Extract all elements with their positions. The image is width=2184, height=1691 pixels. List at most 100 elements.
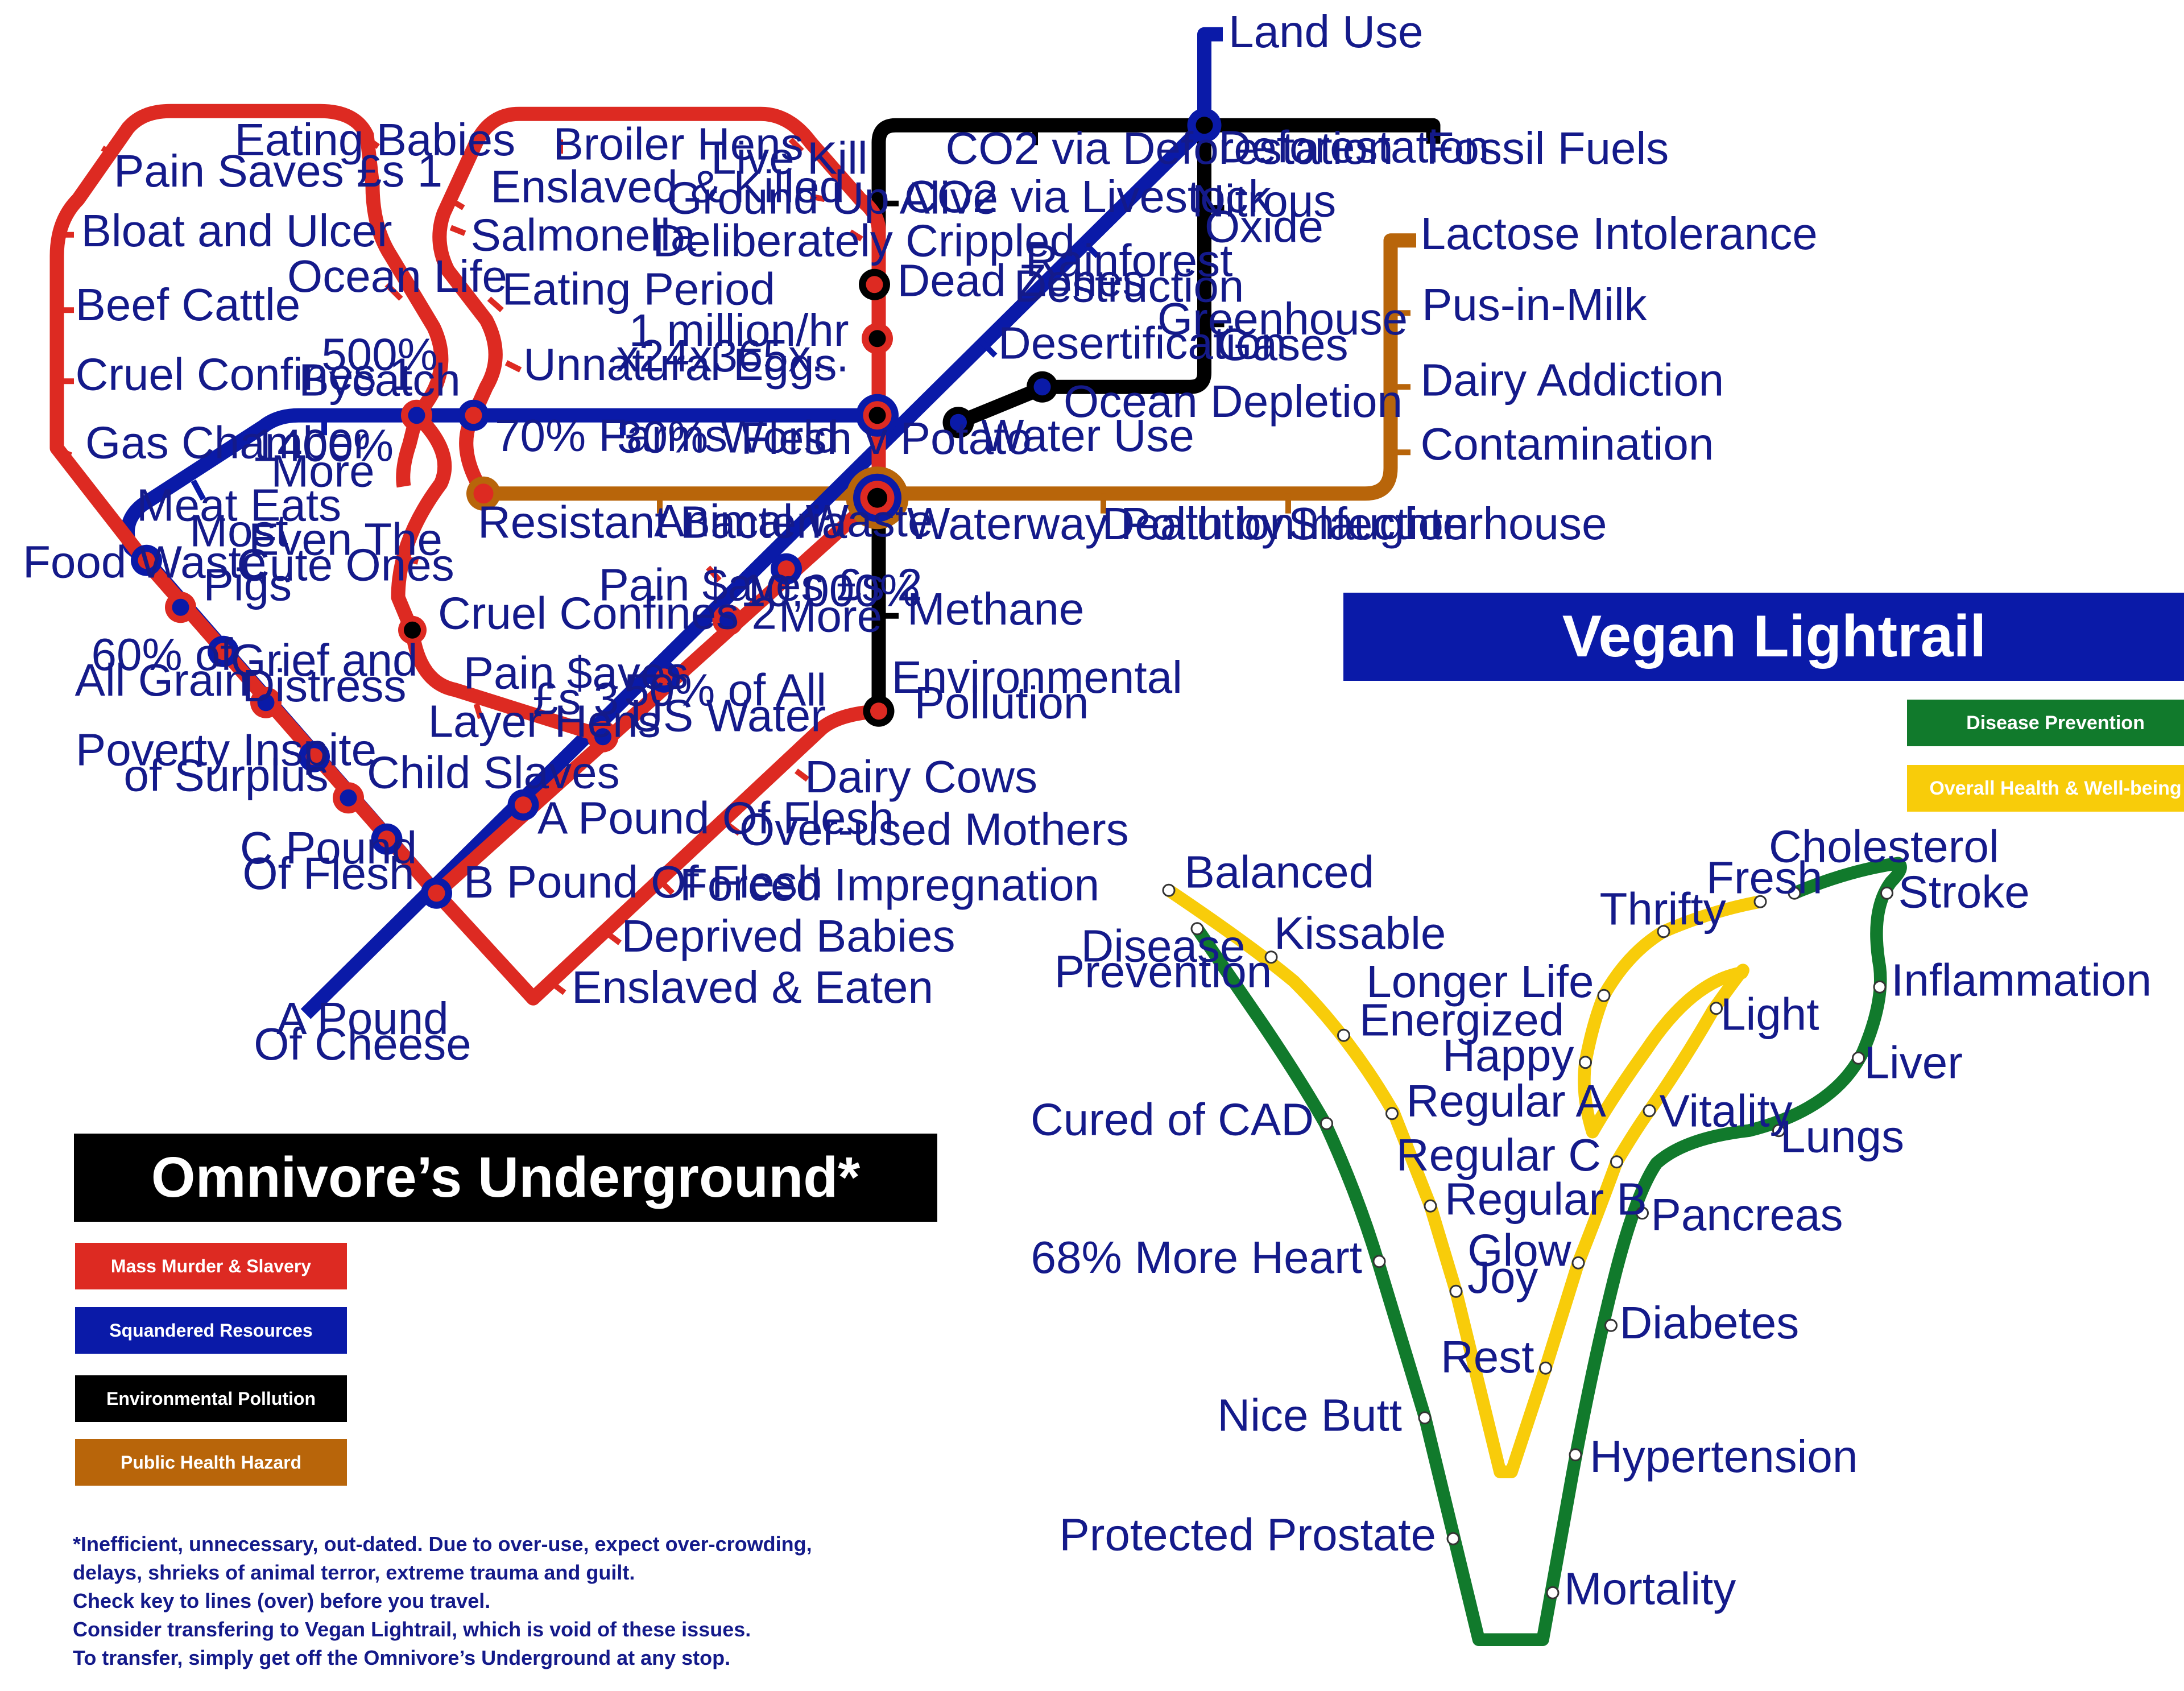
label-methane: Methane <box>907 584 1084 634</box>
v-label-nice-butt: Nice Butt <box>1217 1390 1402 1440</box>
v-station-diabetes[interactable] <box>1604 1318 1618 1332</box>
label-eating-period: Eating Period <box>502 263 775 314</box>
v-station-longer-life[interactable] <box>1597 989 1611 1002</box>
legend-squandered: Squandered Resources <box>75 1307 347 1354</box>
v-station-regular-b[interactable] <box>1424 1199 1437 1213</box>
station-pigs[interactable] <box>165 592 196 623</box>
v-label-energized: Energized <box>1359 994 1564 1045</box>
label-contamination: Contamination <box>1421 419 1714 469</box>
v-station-thrifty[interactable] <box>1657 925 1670 938</box>
label-flesh-potato: Flesh v Potato <box>741 413 1032 464</box>
v-label-joy: Joy <box>1467 1252 1538 1303</box>
v-station-protected-prostate[interactable] <box>1446 1532 1460 1545</box>
v-station-pancreas[interactable] <box>1636 1206 1649 1220</box>
brown-line-ticks <box>657 310 1410 514</box>
label-food-waste: Food Waste <box>23 536 266 587</box>
station-cruel-confines-2[interactable] <box>398 615 427 644</box>
v-station-stroke[interactable] <box>1880 886 1893 900</box>
label-cruel-2: Cruel Confines 2 <box>438 588 777 638</box>
station-pain-saves-3[interactable] <box>587 721 619 753</box>
station-dead-zones[interactable] <box>859 268 890 300</box>
station-10000-more[interactable] <box>771 553 802 585</box>
v-station-nice-butt[interactable] <box>1418 1411 1432 1425</box>
legend-public-health: Public Health Hazard <box>75 1439 347 1486</box>
label-dairy-addiction: Dairy Addiction <box>1421 354 1724 405</box>
station-pain-saves-2[interactable] <box>712 604 744 636</box>
v-station-fresh[interactable] <box>1753 895 1767 908</box>
v-label-mortality: Mortality <box>1564 1563 1736 1614</box>
station-70-farms[interactable] <box>458 399 489 431</box>
station-b-pound[interactable] <box>421 877 452 909</box>
station-resistant-bacteria[interactable] <box>466 476 500 511</box>
v-station-happy[interactable] <box>1579 1056 1592 1069</box>
station-waterway-hub[interactable] <box>846 466 909 530</box>
label-resistant: Resistant Bacteria <box>478 497 847 547</box>
label-b-pound: B Pound Of Flesh <box>464 857 822 907</box>
v-station-regular-a[interactable] <box>1385 1107 1399 1121</box>
v-station-energized[interactable] <box>1337 1028 1350 1042</box>
station-poverty[interactable] <box>299 741 330 772</box>
station-food-waste[interactable] <box>131 544 162 576</box>
v-station-mortality[interactable] <box>1546 1586 1560 1599</box>
black-line-environment-left <box>871 118 1441 712</box>
label-gas: Gas Chamber <box>85 417 369 468</box>
station-bycatch[interactable] <box>401 399 432 431</box>
v-label-rest: Rest <box>1441 1332 1534 1382</box>
station-60-grain[interactable] <box>208 635 239 667</box>
v-station-hypertension[interactable] <box>1569 1448 1582 1462</box>
station-deforestation[interactable] <box>1187 108 1222 143</box>
legend-overall-health: Overall Health & Well-being <box>1907 765 2184 812</box>
black-line-environment-right <box>956 125 1211 429</box>
v-station-rest[interactable] <box>1539 1361 1552 1375</box>
station-env-pollution[interactable] <box>863 695 895 727</box>
red-line-cruel2-branch <box>391 410 607 744</box>
label-forced: Forced Impregnation <box>680 859 1099 910</box>
omnivore-underground-title: Omnivore’s Underground* <box>74 1134 937 1222</box>
station-ocean-depletion[interactable] <box>1027 371 1058 403</box>
label-30-world: 30% World <box>617 411 839 462</box>
v-station-cholesterol[interactable] <box>1788 886 1801 900</box>
station-1-million[interactable] <box>862 323 893 354</box>
v-station-inflammation[interactable] <box>1873 980 1887 994</box>
v-station-light[interactable] <box>1710 1002 1723 1015</box>
label-ocean-life: Ocean Life <box>287 251 507 301</box>
v-station-lungs[interactable] <box>1772 1124 1785 1138</box>
label-animal-waste: Animal Waste <box>654 495 933 546</box>
v-label-regular-c: Regular C <box>1396 1130 1601 1180</box>
v-label-longer-life: Longer Life <box>1366 956 1594 1007</box>
v-label-protected-prostate: Protected Prostate <box>1059 1509 1436 1560</box>
station-child-slaves[interactable] <box>333 782 364 814</box>
v-station-joy[interactable] <box>1449 1284 1463 1298</box>
brown-line-public-health <box>483 233 1416 501</box>
v-station-cured-cad[interactable] <box>1320 1117 1333 1130</box>
v-station-more-heart[interactable] <box>1372 1255 1386 1268</box>
station-flesh-potato[interactable] <box>856 394 899 437</box>
label-live-kill: Live Kill <box>711 133 868 183</box>
v-station-kissable[interactable] <box>1264 950 1278 964</box>
v-label-glow: Glow <box>1467 1225 1571 1275</box>
label-1400-more: 1400%More <box>252 420 394 496</box>
label-10000-more: 10,000%More <box>741 565 920 641</box>
v-station-vitality[interactable] <box>1643 1104 1656 1118</box>
station-a-pound-flesh[interactable] <box>507 789 539 821</box>
station-water-use[interactable] <box>942 407 974 439</box>
v-station-balanced[interactable] <box>1162 883 1176 897</box>
station-c-pound[interactable] <box>371 823 403 855</box>
v-station-liver[interactable] <box>1852 1051 1865 1065</box>
v-label-cholesterol: Cholesterol <box>1769 821 1999 871</box>
v-station-disease-prevention[interactable] <box>1190 922 1204 936</box>
label-bycatch: 500%Bycatch <box>299 329 461 405</box>
v-station-glow[interactable] <box>1571 1256 1585 1270</box>
label-eating-babies: Eating Babies <box>235 114 516 165</box>
label-pigs: Pigs <box>204 559 292 610</box>
v-station-regular-c[interactable] <box>1610 1155 1623 1169</box>
label-broiler: Broiler Hens <box>553 118 804 169</box>
station-grief[interactable] <box>250 687 282 718</box>
red-line-ticks <box>56 133 863 995</box>
station-us-water[interactable] <box>648 661 680 693</box>
